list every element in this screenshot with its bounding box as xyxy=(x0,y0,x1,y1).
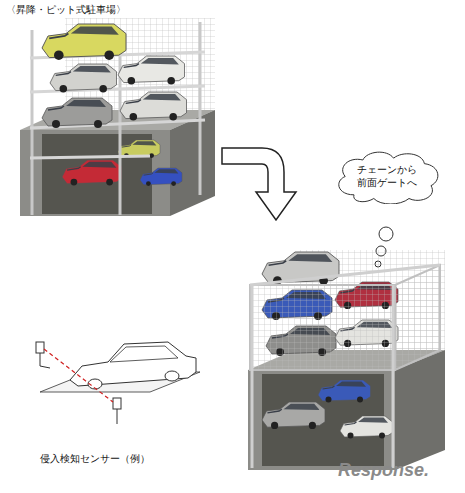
thought-cloud: チェーンから 前面ゲートへ xyxy=(332,149,442,204)
diagram-title: 〈昇降・ピット式駐車場〉 xyxy=(6,3,126,17)
watermark: Response. xyxy=(338,460,429,481)
cloud-outline xyxy=(332,149,442,204)
pit-parking-after xyxy=(248,250,445,470)
figure-caption: 侵入検知センサー（例） xyxy=(40,452,150,466)
pit-parking-before xyxy=(20,18,215,216)
transition-arrow xyxy=(222,148,296,220)
cloud-text: チェーンから 前面ゲートへ xyxy=(354,163,420,190)
intrusion-sensor-example xyxy=(36,342,200,424)
cloud-path xyxy=(339,152,438,204)
